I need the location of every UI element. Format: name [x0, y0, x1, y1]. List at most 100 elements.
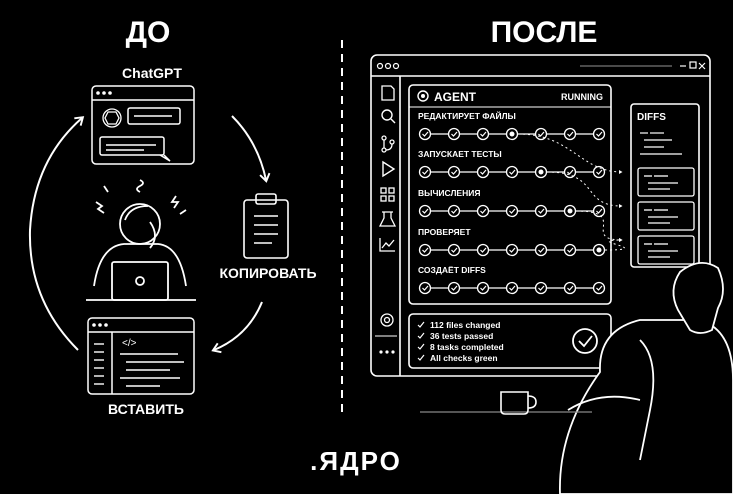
check-node-icon — [563, 127, 577, 141]
check-node-icon — [534, 243, 548, 257]
summary-item: 36 tests passed — [417, 331, 493, 341]
flask-icon[interactable] — [378, 211, 397, 227]
window-dots-2 — [92, 323, 108, 327]
check-node-icon — [534, 204, 548, 218]
connector-line — [517, 133, 623, 174]
track-label: ПРОВЕРЯЕТ — [418, 227, 471, 237]
track-label: ЗАПУСКАЕТ ТЕСТЫ — [418, 149, 502, 159]
active-node-icon — [534, 165, 548, 179]
diff-file-1 — [640, 132, 682, 155]
titlebar-controls[interactable] — [680, 61, 706, 70]
code-window — [87, 317, 195, 395]
connector-line — [604, 238, 626, 251]
track-label: ВЫЧИСЛЕНИЯ — [418, 188, 480, 198]
check-node-icon — [534, 281, 548, 295]
diff-card — [637, 235, 695, 265]
check-node-icon — [534, 127, 548, 141]
track-label: РЕДАКТИРУЕТ ФАЙЛЫ — [418, 110, 516, 121]
check-icon — [417, 332, 425, 339]
diff-card — [637, 201, 695, 231]
check-icon — [417, 321, 425, 328]
check-node-icon — [563, 281, 577, 295]
chatgpt-label: ChatGPT — [122, 65, 182, 81]
summary-text: 8 tasks completed — [430, 342, 504, 352]
code-lines — [94, 343, 184, 387]
check-node-icon — [505, 243, 519, 257]
tracks: РЕДАКТИРУЕТ ФАЙЛЫ ЗАПУСКАЕТ ТЕСТЫ ВЫЧИСЛЕН… — [418, 110, 626, 295]
diffs-panel — [630, 103, 700, 268]
chatgpt-window — [91, 85, 195, 165]
app-window-dots — [376, 62, 400, 70]
more-icon[interactable] — [379, 350, 395, 354]
summary-item: 112 files changed — [417, 320, 500, 330]
paste-label: ВСТАВИТЬ — [108, 401, 184, 417]
gear-icon[interactable] — [380, 313, 394, 327]
openai-logo-icon — [102, 108, 122, 128]
branch-icon[interactable] — [381, 135, 395, 153]
track-label: СОЗДАЁТ DIFFS — [418, 265, 486, 275]
agent-status-icon — [417, 90, 429, 102]
brand-logo: .ЯДРО — [310, 446, 402, 476]
active-node-icon — [563, 204, 577, 218]
summary-item: 8 tasks completed — [417, 342, 504, 352]
diffs-title: DIFFS — [637, 112, 666, 123]
summary-text: 112 files changed — [430, 320, 500, 330]
code-tag: </> — [122, 338, 137, 349]
connector-line — [546, 171, 623, 208]
viewer-silhouette — [559, 262, 733, 494]
check-node-icon — [447, 243, 461, 257]
coffee-mug-icon — [500, 391, 537, 415]
check-node-icon — [447, 127, 461, 141]
active-node-icon — [505, 127, 519, 141]
check-icon — [417, 354, 425, 361]
active-node-icon — [592, 243, 606, 257]
done-check-icon — [572, 328, 598, 354]
diff-cards — [637, 167, 695, 265]
copy-label: КОПИРОВАТЬ — [219, 265, 316, 281]
check-node-icon — [592, 281, 606, 295]
check-node-icon — [447, 204, 461, 218]
check-node-icon — [592, 127, 606, 141]
check-node-icon — [476, 243, 490, 257]
check-node-icon — [592, 165, 606, 179]
agent-status: RUNNING — [561, 92, 603, 102]
before-title: ДО — [126, 16, 171, 49]
cycle-arrows — [28, 115, 271, 354]
summary-text: 36 tests passed — [430, 331, 493, 341]
check-node-icon — [418, 165, 432, 179]
search-icon[interactable] — [381, 109, 396, 124]
check-node-icon — [476, 204, 490, 218]
check-node-icon — [476, 165, 490, 179]
connector-line — [575, 210, 623, 242]
grid-icon[interactable] — [380, 187, 395, 202]
check-node-icon — [563, 243, 577, 257]
after-title: ПОСЛЕ — [491, 16, 598, 49]
check-node-icon — [418, 127, 432, 141]
check-node-icon — [418, 243, 432, 257]
summary-item: All checks green — [417, 353, 498, 363]
check-icon — [417, 343, 425, 350]
check-node-icon — [592, 204, 606, 218]
app-window — [370, 54, 711, 377]
check-node-icon — [418, 204, 432, 218]
diff-card — [637, 167, 695, 197]
agent-title: AGENT — [434, 90, 477, 104]
check-node-icon — [476, 127, 490, 141]
clipboard-icon — [243, 193, 289, 259]
summary-text: All checks green — [430, 353, 498, 363]
check-node-icon — [447, 165, 461, 179]
chart-icon[interactable] — [379, 238, 395, 252]
stressed-person — [86, 179, 196, 301]
check-node-icon — [418, 281, 432, 295]
check-node-icon — [505, 281, 519, 295]
agent-panel — [408, 84, 612, 305]
play-icon[interactable] — [382, 160, 396, 178]
check-node-icon — [505, 204, 519, 218]
check-node-icon — [476, 281, 490, 295]
file-icon[interactable] — [381, 85, 395, 101]
window-dots-1 — [96, 91, 112, 95]
check-node-icon — [563, 165, 577, 179]
check-node-icon — [505, 165, 519, 179]
